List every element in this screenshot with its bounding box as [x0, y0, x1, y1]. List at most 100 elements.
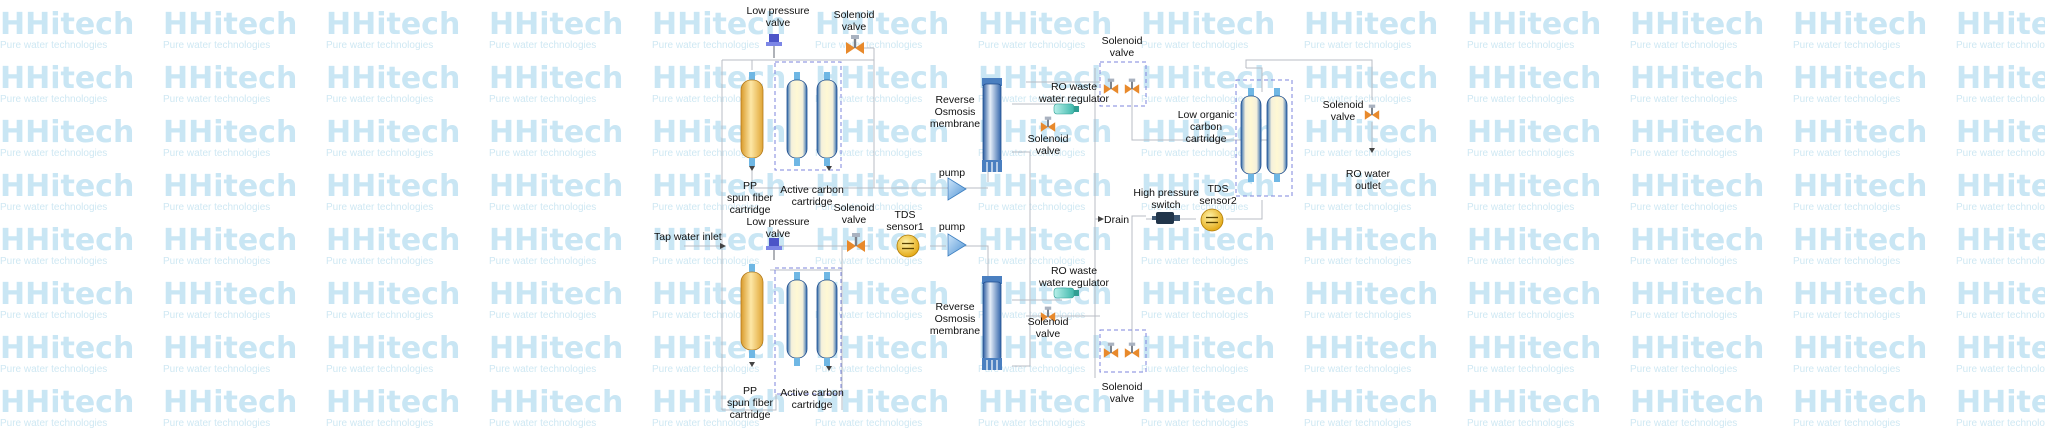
watermark-brand: HHitech [1630, 61, 1764, 96]
carbon1-bottom-arrow-icon [826, 166, 832, 171]
group-boxes [774, 61, 1293, 395]
watermark-tagline: Pure water technologies [1630, 364, 1737, 375]
watermark-tagline: Pure water technologies [1956, 418, 2045, 428]
watermark-brand: HHitech [1956, 115, 2045, 150]
watermark-tagline: Pure water technologies [1304, 310, 1411, 321]
watermark-tagline: Pure water technologies [163, 148, 270, 159]
watermark-brand: HHitech [163, 7, 297, 42]
pp-cartridge-1 [740, 71, 764, 167]
watermark-tagline: Pure water technologies [978, 418, 1085, 428]
watermark-tagline: Pure water technologies [1141, 148, 1248, 159]
watermark-tagline: Pure water technologies [652, 94, 759, 105]
watermark-brand: HHitech [0, 7, 134, 42]
watermark-brand: HHitech [1304, 331, 1438, 366]
watermark-tagline: Pure water technologies [1630, 148, 1737, 159]
watermark-tagline: Pure water technologies [1141, 256, 1248, 267]
watermark-tagline: Pure water technologies [1467, 418, 1574, 428]
watermark-brand: HHitech [1630, 223, 1764, 258]
watermark-tagline: Pure water technologies [1793, 202, 1900, 213]
watermark-tagline: Pure water technologies [1467, 40, 1574, 51]
watermark-brand: HHitech [1793, 223, 1927, 258]
watermark-tagline: Pure water technologies [326, 364, 433, 375]
watermark-brand: HHitech [1956, 331, 2045, 366]
watermark-tagline: Pure water technologies [1793, 310, 1900, 321]
watermark-brand: HHitech [1793, 61, 1927, 96]
watermark-brand: HHitech [0, 115, 134, 150]
watermark-brand: HHitech [1304, 385, 1438, 420]
watermark-brand: HHitech [489, 169, 623, 204]
watermark-tagline: Pure water technologies [1304, 364, 1411, 375]
watermark-brand: HHitech [0, 331, 134, 366]
watermark-brand: HHitech [0, 385, 134, 420]
solenoid-valve-top-icon [846, 35, 864, 54]
watermark-brand: HHitech [978, 169, 1112, 204]
watermark-tagline: Pure water technologies [815, 94, 922, 105]
high-pressure-switch-icon [1152, 212, 1180, 224]
watermark-tagline: Pure water technologies [326, 94, 433, 105]
watermark-brand: HHitech [652, 385, 786, 420]
watermark-brand: HHitech [1304, 61, 1438, 96]
watermark-tagline: Pure water technologies [1467, 94, 1574, 105]
watermark-tagline: Pure water technologies [326, 202, 433, 213]
watermark-tagline: Pure water technologies [0, 40, 107, 51]
watermark-brand: HHitech [1630, 7, 1764, 42]
watermark-tagline: Pure water technologies [1304, 256, 1411, 267]
watermark-tagline: Pure water technologies [489, 94, 596, 105]
watermark-tagline: Pure water technologies [815, 418, 922, 428]
watermark-brand: HHitech [1141, 385, 1275, 420]
watermark-tagline: Pure water technologies [652, 364, 759, 375]
watermark-tagline: Pure water technologies [1141, 310, 1248, 321]
watermark-tagline: Pure water technologies [1956, 364, 2045, 375]
watermark-brand: HHitech [489, 223, 623, 258]
watermark-brand: HHitech [815, 169, 949, 204]
watermark-tagline: Pure water technologies [1956, 94, 2045, 105]
watermark-brand: HHitech [1793, 385, 1927, 420]
watermark-tagline: Pure water technologies [652, 202, 759, 213]
solenoid-valve-reg-1-icon [1040, 116, 1056, 132]
watermark-tagline: Pure water technologies [0, 94, 107, 105]
watermark-tagline: Pure water technologies [1304, 418, 1411, 428]
carbon-group-box-1 [774, 61, 842, 171]
watermark-tagline: Pure water technologies [489, 418, 596, 428]
outlet-arrow-icon [1369, 148, 1375, 153]
watermark-tagline: Pure water technologies [163, 364, 270, 375]
watermark-tagline: Pure water technologies [1630, 418, 1737, 428]
solenoid-valve-box-2b-icon [1124, 342, 1140, 358]
watermark-brand: HHitech [326, 331, 460, 366]
watermark-brand: HHitech [1304, 223, 1438, 258]
watermark-brand: HHitech [1630, 385, 1764, 420]
active-carbon-cartridge-2b [816, 271, 838, 367]
watermark-brand: HHitech [1467, 385, 1601, 420]
watermark-tagline: Pure water technologies [1467, 364, 1574, 375]
watermark-brand: HHitech [326, 7, 460, 42]
watermark-tagline: Pure water technologies [163, 202, 270, 213]
solenoid-valve-mid-icon [847, 233, 865, 252]
watermark-brand: HHitech [326, 277, 460, 312]
watermark-brand: HHitech [1956, 7, 2045, 42]
watermark-brand: HHitech [1304, 115, 1438, 150]
watermark-tagline: Pure water technologies [815, 202, 922, 213]
watermark-brand: HHitech [489, 115, 623, 150]
watermark-tagline: Pure water technologies [1467, 202, 1574, 213]
watermark-tagline: Pure water technologies [1467, 256, 1574, 267]
components [720, 34, 1380, 371]
watermark-brand: HHitech [1304, 7, 1438, 42]
watermark-brand: HHitech [815, 7, 949, 42]
watermark-tagline: Pure water technologies [1304, 202, 1411, 213]
watermark-tagline: Pure water technologies [163, 256, 270, 267]
watermark-tagline: Pure water technologies [489, 364, 596, 375]
watermark-brand: HHitech [163, 277, 297, 312]
watermark-brand: HHitech [652, 61, 786, 96]
watermark-tagline: Pure water technologies [652, 40, 759, 51]
watermark-brand: HHitech [1141, 7, 1275, 42]
watermark-brand: HHitech [1956, 277, 2045, 312]
watermark-brand: HHitech [489, 331, 623, 366]
